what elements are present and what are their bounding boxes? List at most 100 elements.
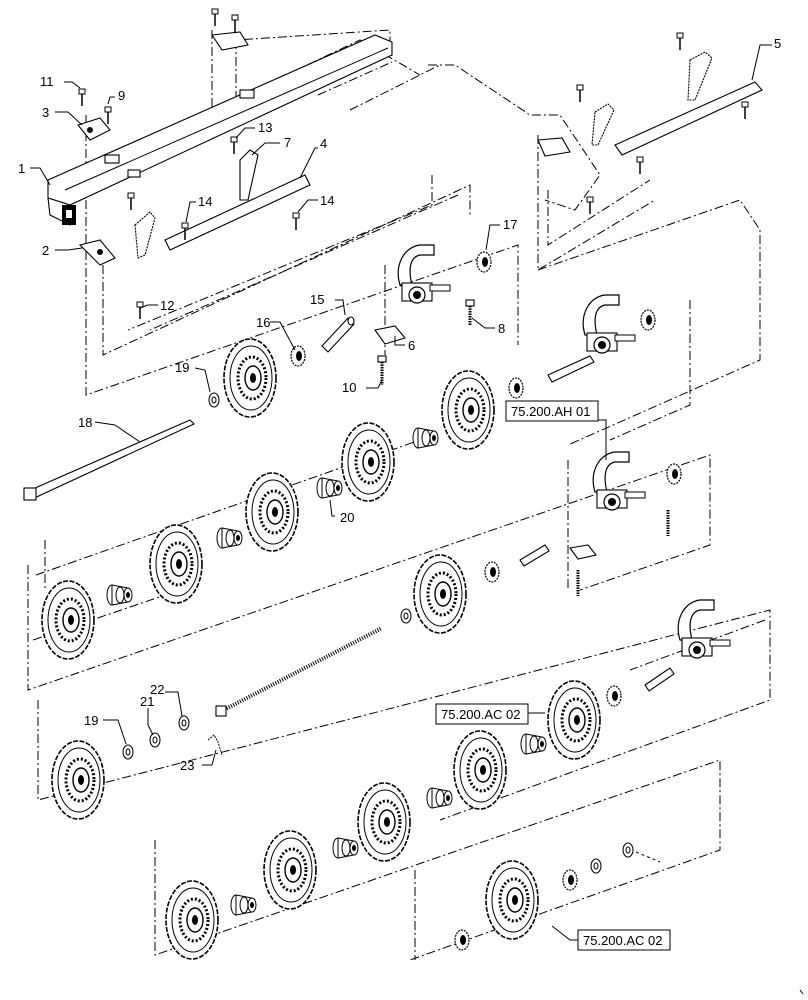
hanger-bracket-1 [397, 244, 451, 304]
reference-label-1: 75.200.AH 01 [511, 404, 591, 419]
spacer-tube-15 [321, 316, 355, 353]
bolt-top-2 [231, 14, 239, 33]
callout-18: 18 [78, 415, 92, 430]
spacer-spool-20 [316, 477, 343, 499]
disc-blade-11 [356, 781, 412, 863]
washer-br [590, 858, 602, 874]
nut-11 [78, 88, 86, 107]
reference-box-3[interactable]: 75.200.AC 02 [577, 929, 671, 951]
bearing-7 [454, 929, 470, 951]
spacer-spool-4 [520, 733, 547, 755]
callout-22: 22 [150, 682, 164, 697]
bearing-6 [606, 685, 622, 707]
spacer-spool-3 [106, 584, 133, 606]
callout-1: 1 [18, 161, 25, 176]
washer-right [400, 608, 412, 624]
callout-9: 9 [118, 88, 125, 103]
disc-blade-3 [340, 421, 396, 503]
disc-blade-7 [412, 553, 468, 635]
callout-23: 23 [180, 758, 194, 773]
bolt-8 [465, 299, 475, 325]
disc-blade-8 [50, 739, 106, 821]
disc-blade-6 [40, 579, 96, 661]
reference-label-3: 75.200.AC 02 [583, 933, 663, 948]
bolt-right-2 [576, 84, 584, 103]
bolt-12b [136, 301, 144, 320]
bearing-5 [484, 561, 500, 583]
nut-9 [104, 106, 112, 125]
bolt-misc [576, 510, 670, 596]
corner-mark [799, 989, 804, 995]
disc-blade-10 [452, 729, 508, 811]
spacer-tube-4 [644, 667, 675, 692]
hanger-bracket-4 [677, 599, 731, 659]
callout-numbers: 1 2 3 4 5 6 7 8 9 10 11 12 13 14 14 15 1… [18, 36, 781, 773]
mount-plate-3 [77, 117, 111, 141]
reference-box-2[interactable]: 75.200.AC 02 [435, 703, 529, 725]
bearing-2 [508, 377, 524, 399]
scraper-7 [239, 149, 259, 201]
callout-3: 3 [42, 105, 49, 120]
threaded-shaft [215, 626, 383, 717]
scraper-12 [134, 211, 156, 259]
callout-21: 21 [140, 694, 154, 709]
callout-19b: 19 [84, 713, 98, 728]
callout-15: 15 [310, 292, 324, 307]
bolt-right-5 [586, 196, 594, 215]
bearing-4 [666, 463, 682, 485]
bearing-16 [290, 345, 306, 367]
reference-box-1[interactable]: 75.200.AH 01 [505, 400, 599, 422]
bolt-top-1 [211, 8, 219, 27]
callout-5: 5 [774, 36, 781, 51]
scraper-bar-4 [164, 174, 311, 251]
hanger-bracket-3 [592, 451, 646, 511]
bearing-8 [562, 869, 578, 891]
washer-19a [208, 392, 220, 408]
gang-shaft-18 [23, 419, 195, 501]
bolt-right-1 [676, 32, 684, 51]
callout-4: 4 [320, 136, 327, 151]
hanger-bracket-2 [582, 294, 636, 354]
callout-14b: 14 [320, 193, 334, 208]
callout-7: 7 [284, 135, 291, 150]
nut-14a [292, 212, 300, 231]
callout-16: 16 [256, 315, 270, 330]
bolt-12 [127, 192, 135, 211]
callout-14a: 14 [198, 194, 212, 209]
disc-blade-12 [262, 829, 318, 911]
disc-blade-4 [244, 471, 300, 553]
nut-22 [178, 715, 190, 731]
callout-13: 13 [258, 120, 272, 135]
leader-lines [30, 44, 772, 941]
spacer-spool-2 [216, 527, 243, 549]
bearing-17 [476, 251, 492, 273]
spacer-spool-1 [412, 427, 439, 449]
disc-blade-13 [164, 879, 220, 961]
reference-label-2: 75.200.AC 02 [441, 707, 521, 722]
bearing-3 [640, 309, 656, 331]
callout-19a: 19 [175, 360, 189, 375]
bolt-right-4 [741, 101, 749, 120]
washer-19b [122, 744, 134, 760]
disc-blade-1 [222, 337, 278, 419]
clamp-plate-6 [374, 325, 597, 560]
cotter-pin-23 [207, 734, 223, 756]
scrapers-right [591, 51, 713, 146]
bolt-13 [230, 136, 238, 155]
main-frame-beam [47, 34, 393, 226]
mount-plate-2 [78, 239, 116, 266]
washer-21 [149, 732, 161, 748]
callout-11: 11 [40, 74, 54, 89]
cotter-pin-br [635, 851, 661, 863]
nut-br [622, 842, 634, 858]
spacer-spool-6 [332, 837, 359, 859]
bolt-right-3 [636, 156, 644, 175]
scraper-bar-5 [614, 81, 763, 156]
callout-12: 12 [160, 298, 174, 313]
spacer-spool-5 [426, 787, 453, 809]
disc-blade-2 [440, 369, 496, 451]
disc-blade-14 [484, 859, 540, 941]
callout-10: 10 [342, 380, 356, 395]
top-mount-bracket [211, 31, 571, 157]
